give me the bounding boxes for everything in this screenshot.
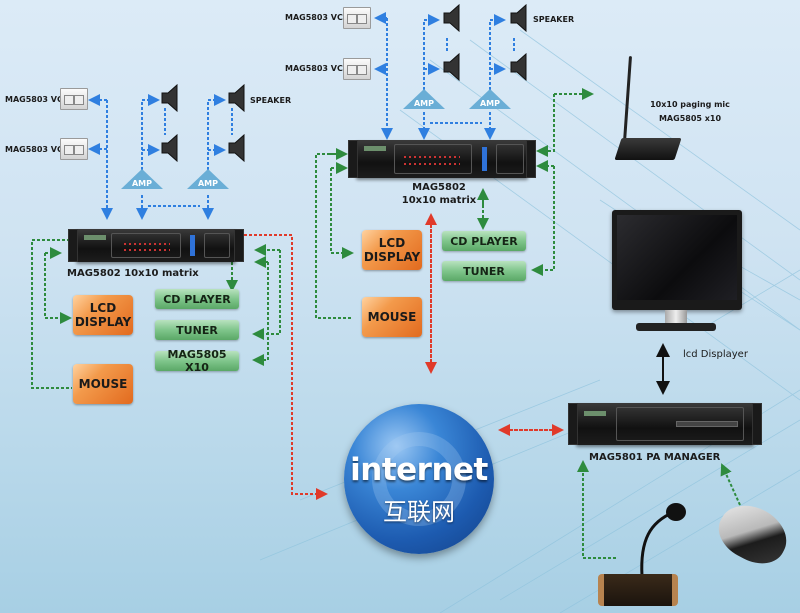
amp-label: AMP [413,99,434,108]
box-label: TUNER [463,264,505,278]
pa-manager-control-links [577,460,741,559]
center-matrix-label-line2: 10x10 matrix [401,195,477,206]
internet-subtitle: 互联网 [383,498,455,526]
monitor-base-icon [636,323,716,331]
speaker-icon [161,134,178,162]
box-label: CD PLAYER [450,234,518,248]
paging-mic-label-line2: MAG5805 x10 [658,114,722,123]
speaker-icon [228,134,245,162]
speaker-icon [161,84,178,112]
center-audio-links [374,12,515,140]
speaker-icon [228,84,245,112]
volume-control-icon [60,88,88,110]
center-matrix-rack-icon [348,140,536,178]
center-cd-player-box: CD PLAYER [442,231,526,251]
amp-icon: AMP [402,88,446,110]
lcd-monitor-icon [612,210,742,310]
paging-mic-label-line1: 10x10 paging mic [650,100,730,109]
pa-manager-rack-icon [568,403,762,445]
volume-control-icon [343,7,371,29]
left-cd-player-box: CD PLAYER [155,289,239,309]
amp-icon: AMP [468,88,512,110]
center-vc-label-2: MAG5803 VC [285,64,343,73]
speaker-icon [443,4,460,32]
left-mouse-box: MOUSE [73,364,133,404]
box-label: MOUSE [78,377,128,391]
box-label: TUNER [176,323,218,337]
monitor-stand-icon [665,310,687,326]
volume-control-icon [343,58,371,80]
center-speaker-label: SPEAKER [533,15,575,24]
box-label: LCD [378,236,406,250]
left-vc-label-1: MAG5803 VC [5,95,63,104]
center-control-links [315,88,594,319]
center-vc-label-1: MAG5803 VC [285,13,343,22]
desk-mic-head-icon [666,503,686,521]
speaker-icon [510,4,527,32]
amp-icon: AMP [186,168,230,190]
box-label: LCD [89,301,117,315]
amp-icon: AMP [120,168,164,190]
amp-label: AMP [197,179,218,188]
box-label: CD PLAYER [163,292,231,306]
box-label: DISPLAY [74,315,132,329]
network-links [244,213,564,500]
left-paging-mic-box: MAG5805 X10 [155,348,239,374]
left-matrix-label: MAG5802 10x10 matrix [67,268,199,279]
pa-manager-label: MAG5801 PA MANAGER [589,452,721,463]
amp-label: AMP [479,99,500,108]
box-label: DISPLAY [363,250,421,264]
monitor-label: lcd Displayer [683,349,748,360]
left-vc-label-2: MAG5803 VC [5,145,63,154]
center-matrix-label-line1: MAG5802 [412,182,466,193]
internet-globe-icon: internet 互联网 [344,404,494,554]
desk-mic-base-icon [598,574,678,606]
center-mouse-box: MOUSE [362,297,422,337]
amp-label: AMP [131,179,152,188]
left-speaker-label: SPEAKER [250,96,292,105]
internet-title: internet [350,452,488,488]
speaker-icon [510,53,527,81]
speaker-icon [443,53,460,81]
left-audio-links [88,94,233,220]
left-tuner-box: TUNER [155,320,239,340]
paging-mic-keypad-icon [614,138,682,160]
box-label: MOUSE [367,310,417,324]
box-label: MAG5805 X10 [167,348,227,374]
center-tuner-box: TUNER [442,261,526,281]
left-matrix-rack-icon [68,229,244,262]
volume-control-icon [60,138,88,160]
